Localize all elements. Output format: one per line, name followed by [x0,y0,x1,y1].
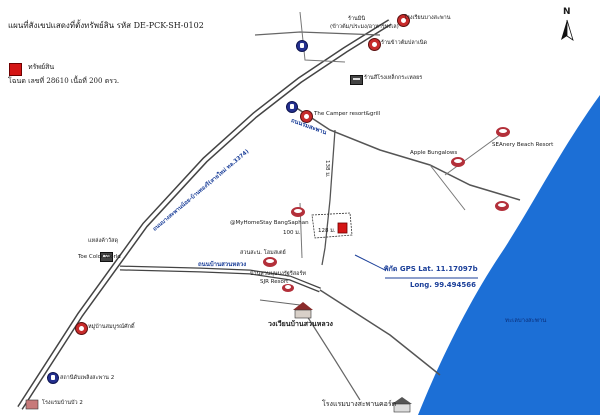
restaurant-icon [368,38,381,51]
restaurant-icon [300,110,313,123]
road-mid-south [259,299,301,306]
station-2-label: สถานีดับเพลิงสะพาน 2 [60,375,115,381]
store-icon [100,252,113,262]
resort-icon [282,284,294,292]
sea-area [418,95,600,415]
legend-item-label: ทรัพย์สิน [28,63,55,71]
village-label: หมู่บ้านสมบูรณ์ศักดิ์ [88,324,135,330]
map-title: แผนที่สังเขปแสดงที่ตั้งทรัพย์สิน รหัส DE… [8,21,204,30]
property-marker-icon [337,222,348,234]
resort-icon [451,157,465,167]
temple-top-label: โรงเรียนบางสะพาน [404,15,451,21]
location-pin-icon [286,101,298,113]
road-top-left [254,31,381,36]
gps-lat-label: พิกัด GPS Lat. 11.17097b [384,265,478,273]
hotel-bottom-label: โรงแรมบางสะพานคอร์ด [322,400,397,408]
apple-bungalows-label: Apple Bungalows [410,150,458,156]
shop-1-sub-label: (ข้าวต้ม/ประมง/อาหารทะเล) [330,24,399,30]
toe-color-label: Toe Color World [78,254,121,260]
road-soi [321,129,336,266]
shop-3-label: ร้านสีโรงเหล็กกระเหลยร [364,75,423,81]
school-icon [293,302,313,319]
sj-resort-en-label: SJR Resort [260,279,289,285]
resort-icon [263,257,277,267]
myhome-label: @MyHomeStay BangSaphan [230,220,309,226]
toe-color-th-label: แหล่งค้าวัสดุ [88,238,119,244]
road-south [299,304,361,401]
sea-label: ทะเลบางสะพาน [505,317,547,324]
road-horizontal-label: ถนนบ้านสวนหลวง [198,261,247,268]
road-horizontal-east [319,289,441,376]
shop-1-label: ร้านมินิ [348,16,366,22]
resort-icon [495,201,509,211]
legend-item-detail: โฉนด เลขที่ 28610 เนื้อที่ 200 ตรว. [8,77,120,85]
distance-128-label: 128 ม. [318,228,336,234]
road-to-seanery [444,134,501,176]
road-romsaphan [291,104,521,201]
compass-north-label: N [563,7,571,17]
school-icon [392,397,412,413]
soi-distance-label: 138 ม. [324,160,330,178]
sj-resort-label: บ้านสวนบุษบงรัฐรีสอร์ท [250,271,307,277]
shop-icon [350,75,363,85]
property-plot [311,212,353,239]
resort-icon [291,207,305,217]
road-top-branch [299,11,346,63]
suansak-label: สวนสะน. โฮมสเตย์ [240,250,286,256]
distance-100-label: 100 ม. [283,230,301,236]
seanery-label: SEAnery Beach Resort [492,142,554,148]
school-mid-label: วงเวียนบ้านสวนหลวง [268,320,333,328]
gps-leader-line [354,254,386,271]
gps-long-label: Long. 99.494566 [410,281,476,289]
road-apple [429,164,466,211]
location-pin-icon [47,372,59,384]
hotel-left-label: โรงแรมบ้านบัว 2 [42,400,83,406]
shop-2-label: ร้านข้าวต้มปลาเนิด [381,40,428,46]
village-icon [75,322,88,335]
location-pin-icon [296,40,308,52]
school-icon [25,399,39,410]
resort-icon [496,127,510,137]
property-legend-swatch [9,63,22,76]
north-arrow-icon [561,19,574,41]
camper-label: The Camper resort&grill [314,111,381,117]
restaurant-icon [397,14,410,27]
